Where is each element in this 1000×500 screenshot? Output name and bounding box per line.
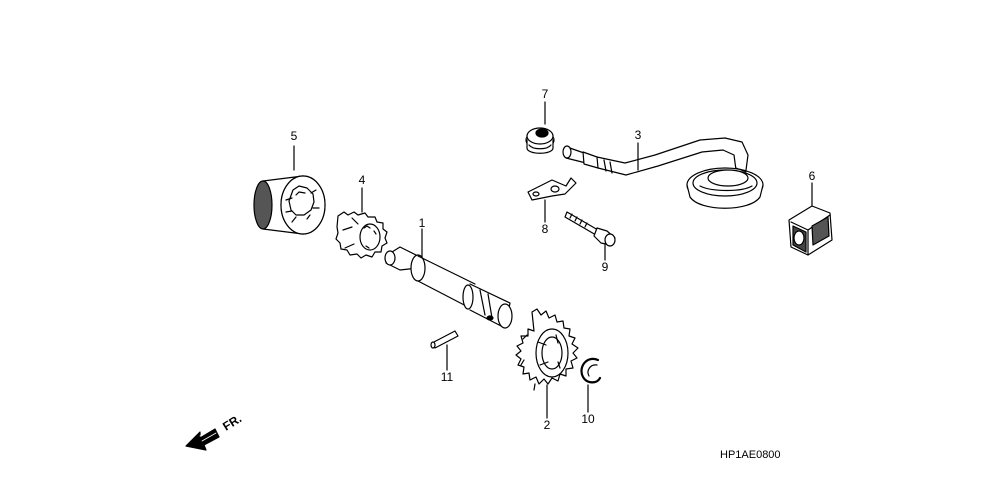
- setting-plate-part: [527, 177, 577, 201]
- callout-1: 1: [418, 216, 426, 230]
- joint-collar-part: [788, 205, 833, 256]
- outer-rotor-part: [253, 175, 326, 235]
- callout-5: 5: [290, 129, 298, 143]
- fr-label: FR.: [220, 411, 244, 433]
- callout-10: 10: [581, 412, 595, 426]
- flange-bolt-part: [564, 211, 616, 247]
- oil-strainer-pipe-part: [562, 137, 764, 209]
- callout-6: 6: [808, 169, 816, 183]
- callout-2: 2: [543, 418, 551, 432]
- sprocket-gear-part: [515, 308, 579, 391]
- callout-9: 9: [601, 260, 609, 274]
- dowel-pin-part: [430, 330, 459, 349]
- snap-ring-part: [580, 357, 602, 384]
- callout-3: 3: [634, 128, 642, 142]
- callout-11: 11: [440, 370, 454, 384]
- callout-4: 4: [358, 173, 366, 187]
- oil-pump-shaft-part: [384, 246, 513, 329]
- grommet-part: [525, 127, 555, 154]
- leader-lines: [293, 101, 813, 419]
- diagram-code: HP1AE0800: [720, 449, 781, 461]
- callout-8: 8: [541, 222, 549, 236]
- callout-7: 7: [541, 87, 549, 101]
- inner-rotor-part: [335, 211, 388, 259]
- fr-direction-arrow-icon: [185, 427, 220, 451]
